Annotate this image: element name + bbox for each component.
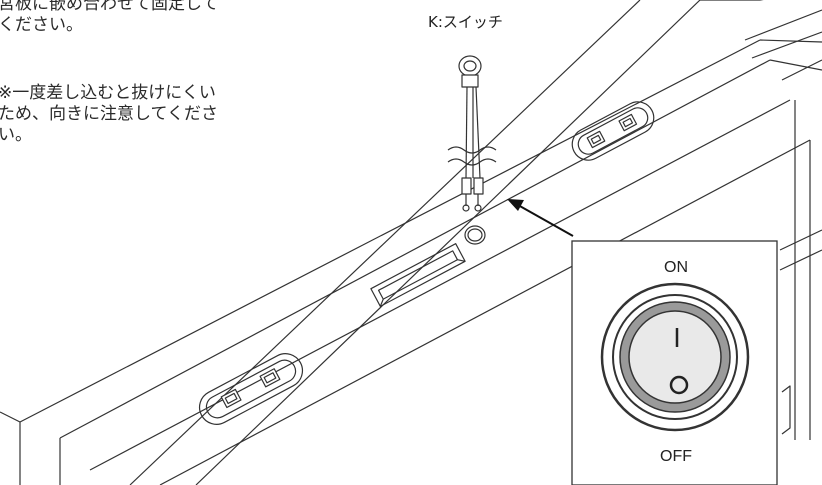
leader-arrow bbox=[507, 199, 574, 237]
insertion-warning-text: ※一度差し込むと抜けにくい ため、向きに注意してくださ い。 bbox=[0, 83, 218, 145]
fit-instruction-text: 宮板に嵌め合わせて固定して ください。 bbox=[0, 0, 219, 35]
rocker-switch-icon bbox=[600, 282, 750, 432]
switch-part-label: K:スイッチ bbox=[428, 13, 503, 31]
switch-part-with-wires bbox=[447, 55, 497, 212]
top-board bbox=[0, 39, 822, 485]
off-label: OFF bbox=[660, 448, 692, 465]
right-side-panel bbox=[779, 100, 822, 440]
lower-outlet bbox=[198, 353, 304, 425]
cable-slot bbox=[370, 243, 466, 307]
switch-callout-box: ON OFF bbox=[571, 240, 778, 485]
switch-mounting-hole bbox=[464, 225, 486, 245]
on-label: ON bbox=[664, 259, 688, 276]
upper-outlet bbox=[571, 101, 655, 161]
